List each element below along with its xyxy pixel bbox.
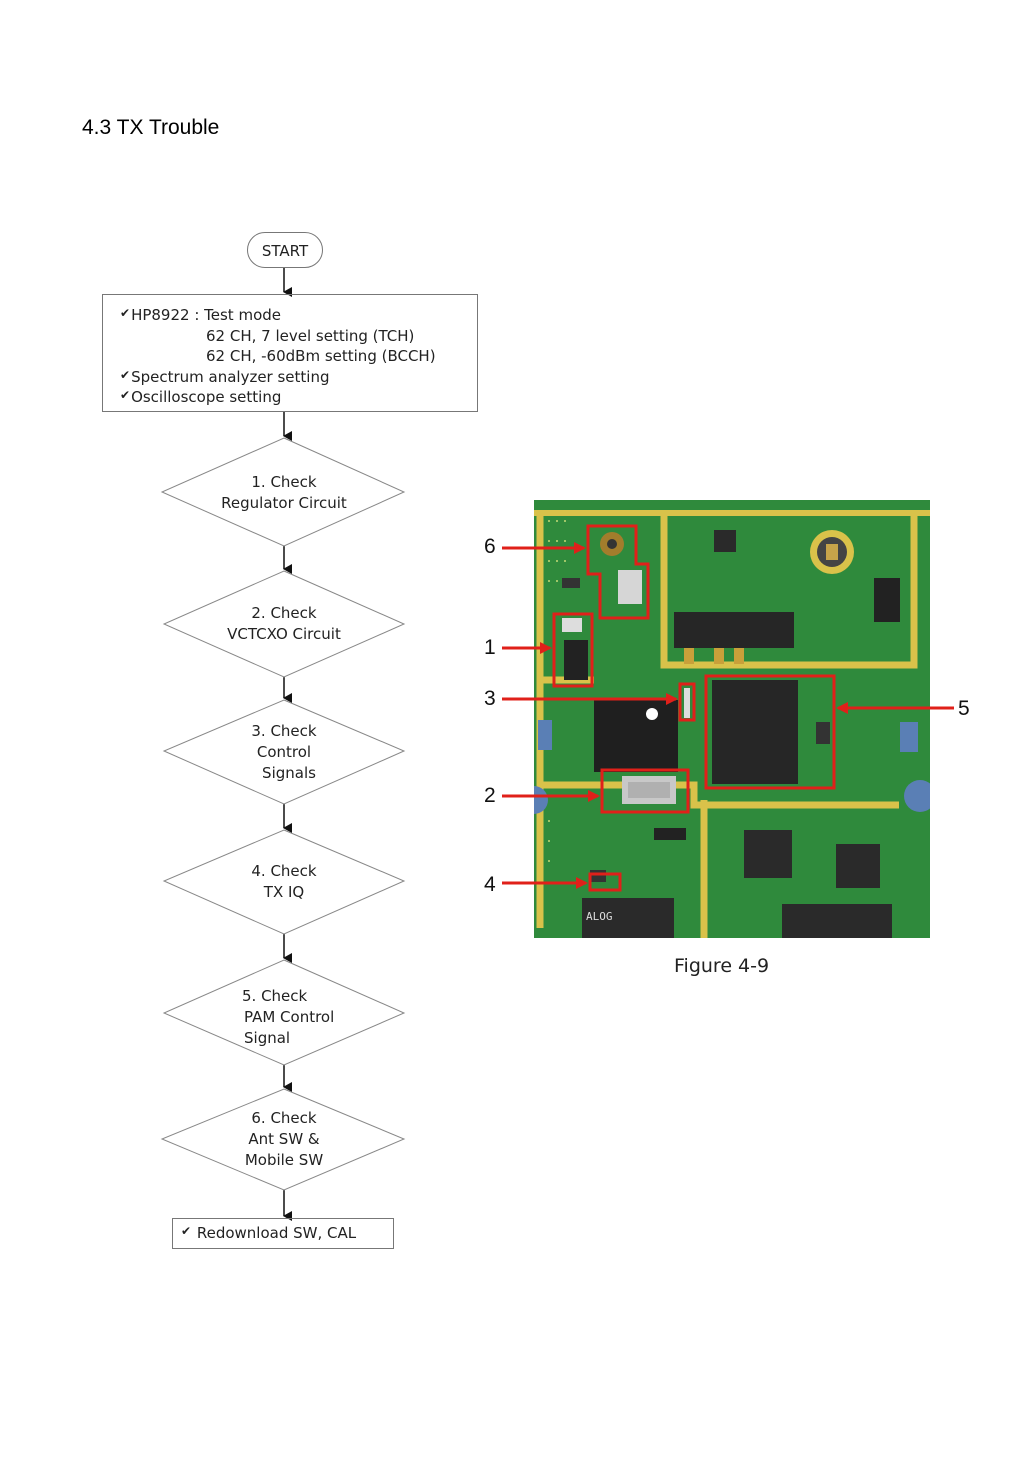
setup-line-tch: 62 CH, 7 level setting (TCH) bbox=[206, 327, 415, 345]
callout-box-2 bbox=[600, 768, 690, 814]
callout-box-5 bbox=[704, 674, 836, 790]
callout-box-6 bbox=[586, 524, 650, 620]
check-mark-icon: ✔ bbox=[120, 388, 131, 402]
check-mark-icon: ✔ bbox=[181, 1224, 192, 1238]
callout-label-4: 4 bbox=[484, 873, 496, 896]
end-node: ✔ Redownload SW, CAL bbox=[172, 1218, 394, 1249]
decision-diamond-4 bbox=[162, 829, 406, 935]
setup-box bbox=[102, 294, 478, 412]
section-title: 4.3 TX Trouble bbox=[82, 116, 220, 139]
figure-caption: Figure 4-9 bbox=[674, 955, 770, 977]
callout-box-3 bbox=[678, 682, 696, 722]
pcb-graphics: ALOG bbox=[534, 500, 930, 938]
callout-label-1: 1 bbox=[484, 636, 496, 659]
callout-box-1 bbox=[552, 612, 594, 688]
setup-line-oscilloscope: ✔Oscilloscope setting bbox=[120, 388, 282, 406]
chip-marking: ALOG bbox=[586, 910, 613, 923]
start-node: START bbox=[247, 232, 323, 268]
decision-diamond-2 bbox=[162, 570, 406, 678]
decision-diamond-3 bbox=[162, 699, 406, 805]
callout-box-4 bbox=[588, 872, 622, 892]
check-mark-icon: ✔ bbox=[120, 368, 131, 382]
decision-diamond-6 bbox=[160, 1088, 406, 1191]
setup-line-bcch: 62 CH, -60dBm setting (BCCH) bbox=[206, 347, 436, 365]
decision-diamond-1 bbox=[160, 437, 406, 547]
callout-label-2: 2 bbox=[484, 784, 496, 807]
decision-diamond-5 bbox=[162, 959, 406, 1066]
callout-label-6: 6 bbox=[484, 535, 496, 558]
setup-line-spectrum: ✔Spectrum analyzer setting bbox=[120, 368, 330, 386]
callout-label-3: 3 bbox=[484, 687, 496, 710]
setup-line-hp8922: ✔HP8922 : Test mode bbox=[120, 306, 281, 324]
pcb-photo: ALOG bbox=[534, 500, 930, 938]
check-mark-icon: ✔ bbox=[120, 306, 131, 320]
callout-label-5: 5 bbox=[958, 697, 970, 720]
